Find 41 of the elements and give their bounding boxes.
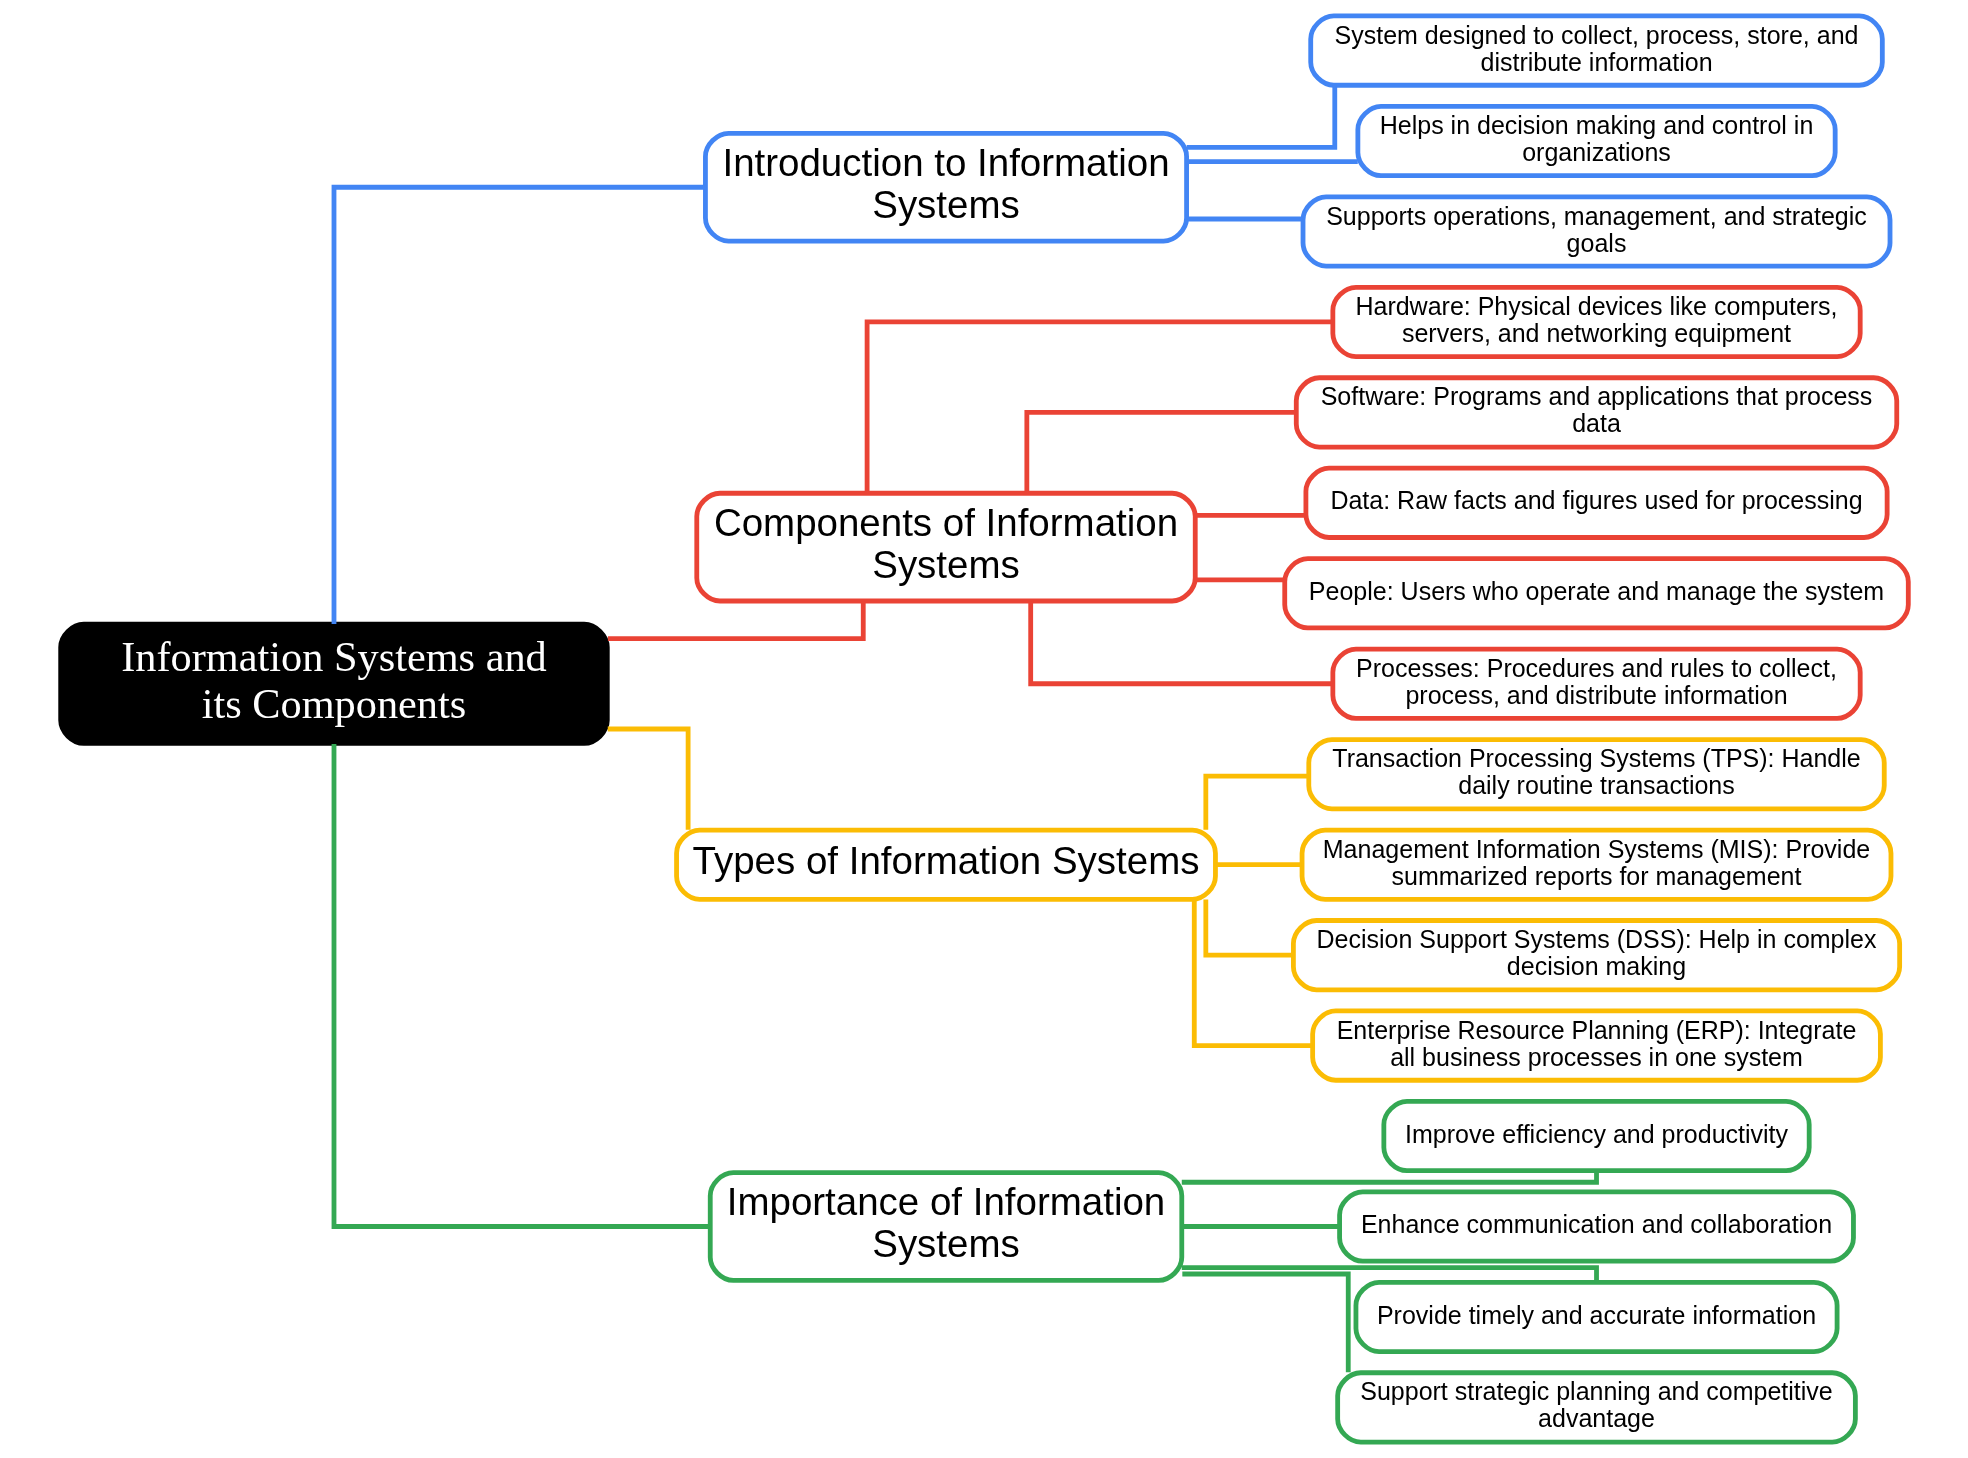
connector bbox=[1195, 512, 1306, 518]
connector bbox=[607, 726, 690, 830]
connector bbox=[1186, 159, 1358, 164]
connector bbox=[1181, 1265, 1599, 1283]
node-box: Enhance communication and collaboration bbox=[1336, 1189, 1856, 1264]
node-box: Improve efficiency and productivity bbox=[1380, 1099, 1812, 1174]
connector bbox=[864, 319, 1333, 494]
connector bbox=[1186, 85, 1337, 150]
connector bbox=[1181, 1224, 1340, 1229]
node-box: Decision Support Systems (DSS): Help in complex decision making bbox=[1290, 918, 1902, 993]
connector bbox=[1181, 1271, 1351, 1373]
node-box: System designed to collect, process, store, and distribute information bbox=[1307, 13, 1885, 88]
connector bbox=[1027, 601, 1333, 687]
node-box: Processes: Procedures and rules to collect, process, and distribute information bbox=[1329, 646, 1863, 721]
node-box: Components of Information Systems bbox=[693, 490, 1198, 604]
connector bbox=[1023, 410, 1296, 494]
connector bbox=[1186, 216, 1303, 222]
connector bbox=[331, 184, 705, 624]
connector bbox=[1215, 862, 1302, 868]
node-box: Enterprise Resource Planning (ERP): Integrate all business processes in one system bbox=[1309, 1008, 1883, 1083]
node-box: Transaction Processing Systems (TPS): Handle daily routine transactions bbox=[1305, 737, 1887, 812]
node-box: Data: Raw facts and figures used for processing bbox=[1303, 465, 1890, 540]
node-box: Supports operations, management, and strategic goals bbox=[1300, 194, 1892, 269]
node-box: Types of Information Systems bbox=[673, 827, 1218, 902]
node-box: Introduction to Information Systems bbox=[702, 130, 1189, 244]
node-box: Helps in decision making and control in organizations bbox=[1354, 104, 1838, 179]
connector bbox=[1181, 1171, 1599, 1185]
connector bbox=[1195, 577, 1284, 583]
node-box: Management Information Systems (MIS): Provide summarized reports for management bbox=[1299, 827, 1893, 902]
node-box: Software: Programs and applications that process data bbox=[1293, 375, 1899, 450]
node-box: People: Users who operate and manage the system bbox=[1281, 556, 1911, 631]
node-box: Provide timely and accurate information bbox=[1353, 1279, 1839, 1354]
node-box: Information Systems and its Components bbox=[57, 621, 610, 746]
connector bbox=[1202, 773, 1308, 830]
node-box: Support strategic planning and competitive advantage bbox=[1334, 1370, 1858, 1445]
connector bbox=[607, 601, 866, 641]
connector bbox=[1191, 899, 1312, 1048]
connector bbox=[1202, 899, 1293, 958]
node-box: Importance of Information Systems bbox=[707, 1170, 1184, 1283]
node-box: Hardware: Physical devices like computers, servers, and networking equipment bbox=[1329, 284, 1863, 359]
connector bbox=[331, 743, 709, 1229]
